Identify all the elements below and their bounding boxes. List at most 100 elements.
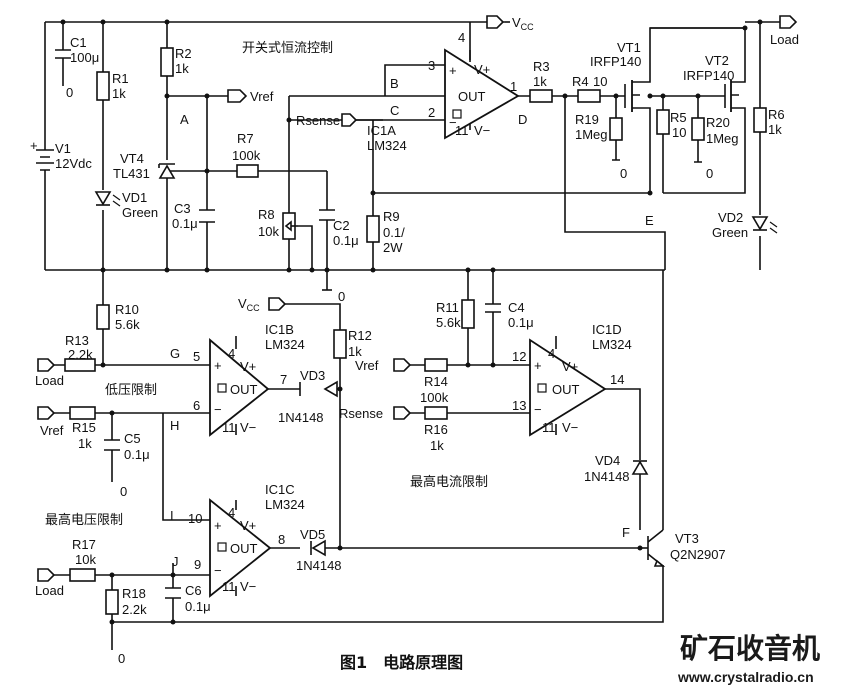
vd5-value: 1N4148: [296, 558, 342, 573]
c4-name: C4: [508, 300, 525, 315]
opamp-ic1b: [209, 338, 270, 437]
node-g: G: [170, 346, 180, 361]
r2-value: 1k: [175, 61, 189, 76]
title-max-current: 最高电流限制: [410, 474, 488, 490]
c2-value: 0.1μ: [333, 233, 359, 248]
resistor-r2: [160, 47, 174, 77]
resistor-r9: [366, 215, 380, 243]
vt4-name: VT4: [120, 151, 144, 166]
rsense-label-mid: Rsense: [339, 406, 383, 421]
ic1a-vminus: V−: [474, 123, 490, 138]
node-h: H: [170, 418, 179, 433]
ic1c-pin9: 9: [194, 557, 201, 572]
vd1-name: VD1: [122, 190, 147, 205]
capacitor-c6: [165, 587, 181, 599]
r18-value: 2.2k: [122, 602, 147, 617]
ic1b-pin11: 11: [222, 420, 236, 435]
ic1c-out: OUT: [230, 541, 258, 556]
vd3-name: VD3: [300, 368, 325, 383]
zero-r19: 0: [620, 166, 627, 181]
led-vd1: [94, 191, 121, 207]
junctions: [60, 19, 763, 625]
resistor-r15: [69, 406, 96, 420]
vt2-name: VT2: [705, 53, 729, 68]
rsense-label-top: Rsense: [296, 113, 340, 128]
resistor-r5: [656, 109, 670, 135]
r13-name: R13: [65, 333, 89, 348]
resistor-r20: [691, 117, 705, 141]
ic1d-name: IC1D: [592, 322, 622, 337]
node-b: B: [390, 76, 399, 91]
ic1a-part: LM324: [367, 138, 407, 153]
diode-vd3: [299, 380, 338, 398]
r6-value: 1k: [768, 122, 782, 137]
ic1d-pin11: 11: [542, 420, 556, 435]
node-a: A: [180, 112, 189, 127]
resistor-r17: [69, 568, 96, 582]
resistor-r13: [64, 358, 96, 372]
c3-name: C3: [174, 201, 191, 216]
v1-name: V1: [55, 141, 71, 156]
vd5-name: VD5: [300, 527, 325, 542]
vt2-value: IRFP140: [683, 68, 734, 83]
wires: [44, 21, 780, 650]
ic1c-square: [217, 542, 227, 552]
v1-value: 12Vdc: [55, 156, 92, 171]
ic1a-vplus: V+: [474, 62, 490, 77]
c5-value: 0.1μ: [124, 447, 150, 462]
v1-plus: +: [30, 138, 38, 153]
ic1a-pin11: 11: [455, 123, 469, 138]
ic1a-pin1: 1: [510, 79, 517, 94]
ic1b-pin4: 4: [228, 346, 235, 361]
battery-v1: [36, 149, 54, 175]
vcc-port-mid: [268, 297, 287, 311]
capacitor-c2: [319, 209, 335, 221]
ic1d-vminus: V−: [562, 420, 578, 435]
vd2-value: Green: [712, 225, 748, 240]
c3-value: 0.1μ: [172, 216, 198, 231]
vcc-label-mid: VCC: [238, 296, 260, 313]
c6-name: C6: [185, 583, 202, 598]
transistor-vt3: [647, 529, 666, 567]
r19-name: R19: [575, 112, 599, 127]
capacitor-c1: [55, 49, 71, 86]
node-d: D: [518, 112, 527, 127]
r15-value: 1k: [78, 436, 92, 451]
ic1d-pin12: 12: [512, 349, 526, 364]
zero-mid: 0: [338, 289, 345, 304]
ic1c-pin8: 8: [278, 532, 285, 547]
r3-value: 1k: [533, 74, 547, 89]
r2-name: R2: [175, 46, 192, 61]
ic1c-plus: +: [214, 518, 222, 533]
ic1c-pin10: 10: [188, 511, 202, 526]
ic1d-out: OUT: [552, 382, 580, 397]
ic1c-part: LM324: [265, 497, 305, 512]
ic1a-pin4: 4: [458, 30, 465, 45]
resistor-r11: [461, 299, 475, 329]
node-j: J: [172, 554, 179, 569]
ic1a-plus: +: [449, 63, 457, 78]
ic1b-pin6: 6: [193, 398, 200, 413]
zero-bottom: 0: [118, 651, 125, 666]
ic1b-out: OUT: [230, 382, 258, 397]
r14-name: R14: [424, 374, 448, 389]
c1-value: 100μ: [70, 50, 99, 65]
resistor-r16: [424, 406, 448, 420]
c2-name: C2: [333, 218, 350, 233]
load-port-low: [37, 358, 56, 372]
vd4-name: VD4: [595, 453, 620, 468]
r11-name: R11: [436, 300, 459, 315]
vref-label-top: Vref: [250, 89, 274, 104]
vt3-name: VT3: [675, 531, 699, 546]
rsense-port-top: [341, 113, 358, 127]
ic1d-pin4: 4: [548, 346, 555, 361]
watermark-url: www.crystalradio.cn: [677, 669, 814, 685]
vref-label-mid: Vref: [355, 358, 379, 373]
c5-name: C5: [124, 431, 141, 446]
c4-value: 0.1μ: [508, 315, 534, 330]
labels: 开关式恒流控制 低压限制 最高电流限制 最高电压限制 VCC VCC Load …: [30, 15, 820, 685]
resistor-r10: [96, 304, 110, 330]
zero-r20: 0: [706, 166, 713, 181]
